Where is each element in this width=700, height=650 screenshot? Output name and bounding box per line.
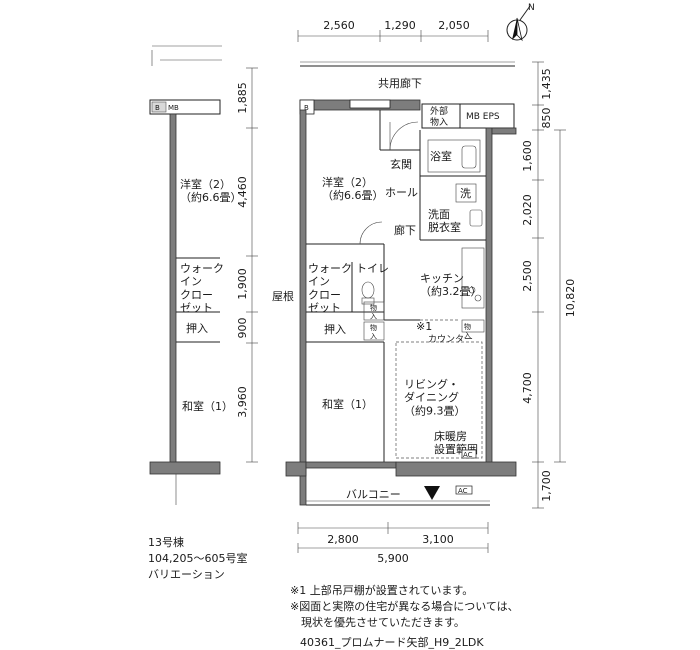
kitchen-label: キッチン（約3.2畳） — [420, 272, 482, 298]
toilet-label: トイレ — [356, 262, 389, 275]
dim-left-2: 4,460 — [236, 176, 249, 208]
balcony-label: バルコニー — [346, 488, 401, 501]
variation-closet: 押入 — [186, 321, 208, 335]
dim-top-2: 1,290 — [384, 19, 416, 32]
variation-b-label: B — [155, 104, 160, 112]
dim-right-7: 1,700 — [540, 470, 553, 502]
note-1: ※1 上部吊戸棚が設置されています。 — [290, 583, 473, 597]
counter-note-label: ※1 — [416, 320, 432, 333]
b-label: B — [304, 104, 309, 112]
storage-small-label-1: 物入 — [370, 303, 377, 320]
ac-label-1: AC — [463, 451, 473, 459]
hall-label: ホール — [385, 186, 418, 199]
western-room-label: 洋室（2）（約6.6畳） — [322, 175, 384, 202]
notes: ※1 上部吊戸棚が設置されています。 ※図面と実際の住宅が異なる場合については、… — [290, 583, 519, 629]
dim-top-1: 2,560 — [323, 19, 355, 32]
building-variation: バリエーション — [148, 568, 225, 581]
variation-japanese-room: 和室（1） — [182, 399, 233, 413]
entrance-label: 玄関 — [390, 157, 412, 171]
footer-code: 40361_プロムナード矢部_H9_2LDK — [300, 635, 484, 649]
variation-western-room: 洋室（2）（約6.6畳） — [180, 177, 242, 204]
dim-right-2: 850 — [540, 108, 553, 129]
dim-right-total: 10,820 — [564, 279, 577, 318]
kitchen-storage-label: 物入 — [464, 322, 471, 339]
right-dimension-line: 1,435 850 1,600 2,020 2,500 4,700 1,700 … — [521, 61, 577, 509]
bath-label: 浴室 — [430, 149, 452, 163]
note-3: 現状を優先させていただきます。 — [290, 615, 465, 629]
dim-right-4: 2,020 — [521, 194, 534, 226]
building-info: 13号棟 104,205〜605号室 バリエーション — [148, 535, 247, 581]
dim-left-5: 3,960 — [236, 386, 249, 418]
washroom-label: 洗面脱衣室 — [428, 208, 461, 234]
variation-mb-label: MB — [168, 104, 179, 112]
storage-small-label-2: 物入 — [370, 323, 377, 340]
corridor-label: 共用廊下 — [378, 76, 422, 90]
washer-label: 洗 — [460, 187, 471, 200]
dim-bottom-1: 2,800 — [327, 533, 359, 546]
dim-left-1: 1,885 — [236, 82, 249, 114]
note-2: ※図面と実際の住宅が異なる場合については、 — [290, 599, 519, 613]
dim-top-3: 2,050 — [438, 19, 470, 32]
counter-label: カウンター — [428, 334, 473, 345]
dim-right-5: 2,500 — [521, 260, 534, 292]
ac-label-2: AC — [458, 487, 468, 495]
dim-bottom-2: 3,100 — [422, 533, 454, 546]
walkin-closet-label: ウォークインクローゼット — [308, 262, 352, 315]
dim-right-3: 1,600 — [521, 140, 534, 172]
dim-left-3: 1,900 — [236, 268, 249, 300]
balcony-exit-icon — [424, 486, 440, 500]
closet-label: 押入 — [324, 322, 346, 336]
bottom-dimension-line: 2,800 3,100 5,900 — [297, 522, 489, 565]
building-rooms: 104,205〜605号室 — [148, 551, 247, 565]
outdoor-storage-label: 外部物入 — [430, 105, 448, 128]
dim-right-1: 1,435 — [540, 68, 553, 100]
mb-eps-label: MB EPS — [466, 112, 500, 122]
top-dimension-line: 2,560 1,290 2,050 — [297, 19, 489, 42]
main-unit: 共用廊下 B 外部物入 MB EPS 玄関 ホール 廊下 — [272, 61, 517, 506]
dim-left-4: 900 — [236, 318, 249, 339]
dim-bottom-total: 5,900 — [377, 552, 409, 565]
north-label: N — [528, 3, 535, 13]
roof-label: 屋根 — [272, 289, 294, 303]
japanese-room-label: 和室（1） — [322, 397, 373, 411]
left-dimension-line: 1,885 4,460 1,900 900 3,960 — [236, 67, 258, 463]
dim-right-6: 4,700 — [521, 372, 534, 404]
north-arrow-icon: N — [506, 3, 535, 42]
variation-unit: B MB 洋室（2）（約6.6畳） ウォークインクローゼット 押入 和室（1） — [149, 45, 242, 505]
hallway-label: 廊下 — [394, 223, 416, 237]
variation-walkin-closet: ウォークインクローゼット — [180, 262, 224, 315]
living-dining-label: リビング・ダイニング（約9.3畳） — [404, 377, 466, 417]
building-number: 13号棟 — [148, 535, 184, 549]
